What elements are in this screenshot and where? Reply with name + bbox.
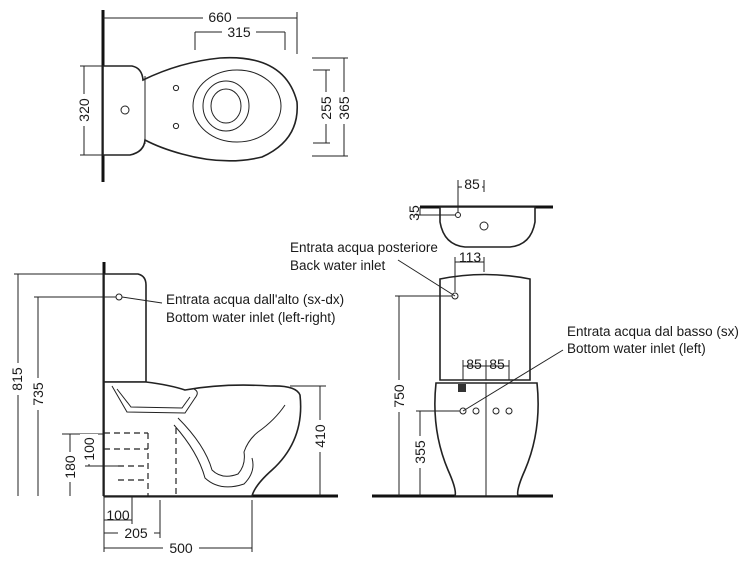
dim-355: 355 [412, 440, 428, 464]
label-bg [411, 436, 429, 468]
dim-85-right: 85 [489, 356, 505, 372]
leader-bottom-inlet [462, 349, 564, 412]
bowl-side-outline [103, 381, 302, 497]
dim-113: 113 [459, 249, 482, 265]
label-bg [317, 92, 335, 124]
label-bg [203, 8, 237, 26]
top-view: 660 315 320 255 365 [75, 8, 353, 182]
dim-85-left: 85 [466, 356, 482, 372]
dim-85-tank: 85 [464, 176, 480, 192]
note-top-inlet-it: Entrata acqua dall'alto (sx-dx) [166, 292, 344, 307]
dim-815: 815 [9, 367, 25, 391]
label-bg [118, 524, 154, 540]
label-bg [311, 420, 329, 452]
label-bg [462, 175, 482, 191]
bowl-drain [210, 88, 242, 124]
front-hole-2 [472, 407, 480, 415]
seat-hole-2 [172, 122, 180, 130]
flush-channel [111, 385, 198, 414]
dim-100-v: 100 [81, 437, 97, 461]
note-rear-inlet-en: Back water inlet [290, 258, 386, 273]
leader-rear-inlet [397, 259, 456, 297]
dim-315: 315 [227, 24, 251, 40]
dim-365: 365 [336, 96, 352, 120]
note-rear-inlet-it: Entrata acqua posteriore [290, 240, 438, 255]
dim-35: 35 [406, 205, 422, 221]
dim-500: 500 [169, 540, 193, 556]
dim-660: 660 [208, 9, 232, 25]
label-bg [163, 539, 199, 555]
label-bg [335, 92, 353, 124]
label-bg [222, 23, 256, 41]
bowl-rim [192, 69, 282, 143]
pipe-dashed [104, 432, 148, 481]
tank-front-outline [439, 273, 531, 381]
dim-100-h: 100 [106, 507, 130, 523]
bowl-opening [202, 80, 250, 132]
label-bg [61, 452, 79, 482]
dim-410: 410 [312, 424, 328, 448]
tank-hole-large [479, 221, 489, 231]
side-view: 815 735 180 100 410 100 205 500 [8, 262, 344, 556]
dim-255: 255 [318, 96, 334, 120]
dim-205: 205 [124, 525, 148, 541]
tank-side-outline [103, 273, 147, 383]
trap-outline [177, 404, 286, 477]
seat-hole-1 [172, 84, 180, 92]
label-bg [75, 94, 93, 126]
note-bottom-inlet-it: Entrata acqua dal basso (sx) [567, 324, 739, 339]
front-hole-3 [492, 407, 500, 415]
trap-outer [173, 424, 254, 488]
label-bg [8, 363, 26, 395]
dim-750: 750 [391, 384, 407, 408]
valve-block [458, 384, 466, 392]
toilet-top-outline [102, 56, 298, 162]
dim-320: 320 [76, 98, 92, 122]
pipe-dashed-vert [147, 428, 177, 496]
front-hole-4 [505, 407, 513, 415]
label-bg [390, 380, 408, 412]
label-bg [80, 434, 98, 464]
tank-top-view: 85 35 [406, 175, 553, 248]
note-top-inlet-en: Bottom water inlet (left-right) [166, 310, 336, 325]
inlet-hole-top [120, 105, 130, 115]
note-bottom-inlet-en: Bottom water inlet (left) [567, 341, 706, 356]
flush-channel-inner [116, 388, 191, 409]
dim-735: 735 [30, 382, 46, 406]
dim-180: 180 [62, 455, 78, 479]
label-bg [29, 378, 47, 410]
front-view: 113 750 355 85 85 Entrata acqua posterio… [290, 240, 739, 498]
leader-top-inlet [121, 296, 163, 304]
